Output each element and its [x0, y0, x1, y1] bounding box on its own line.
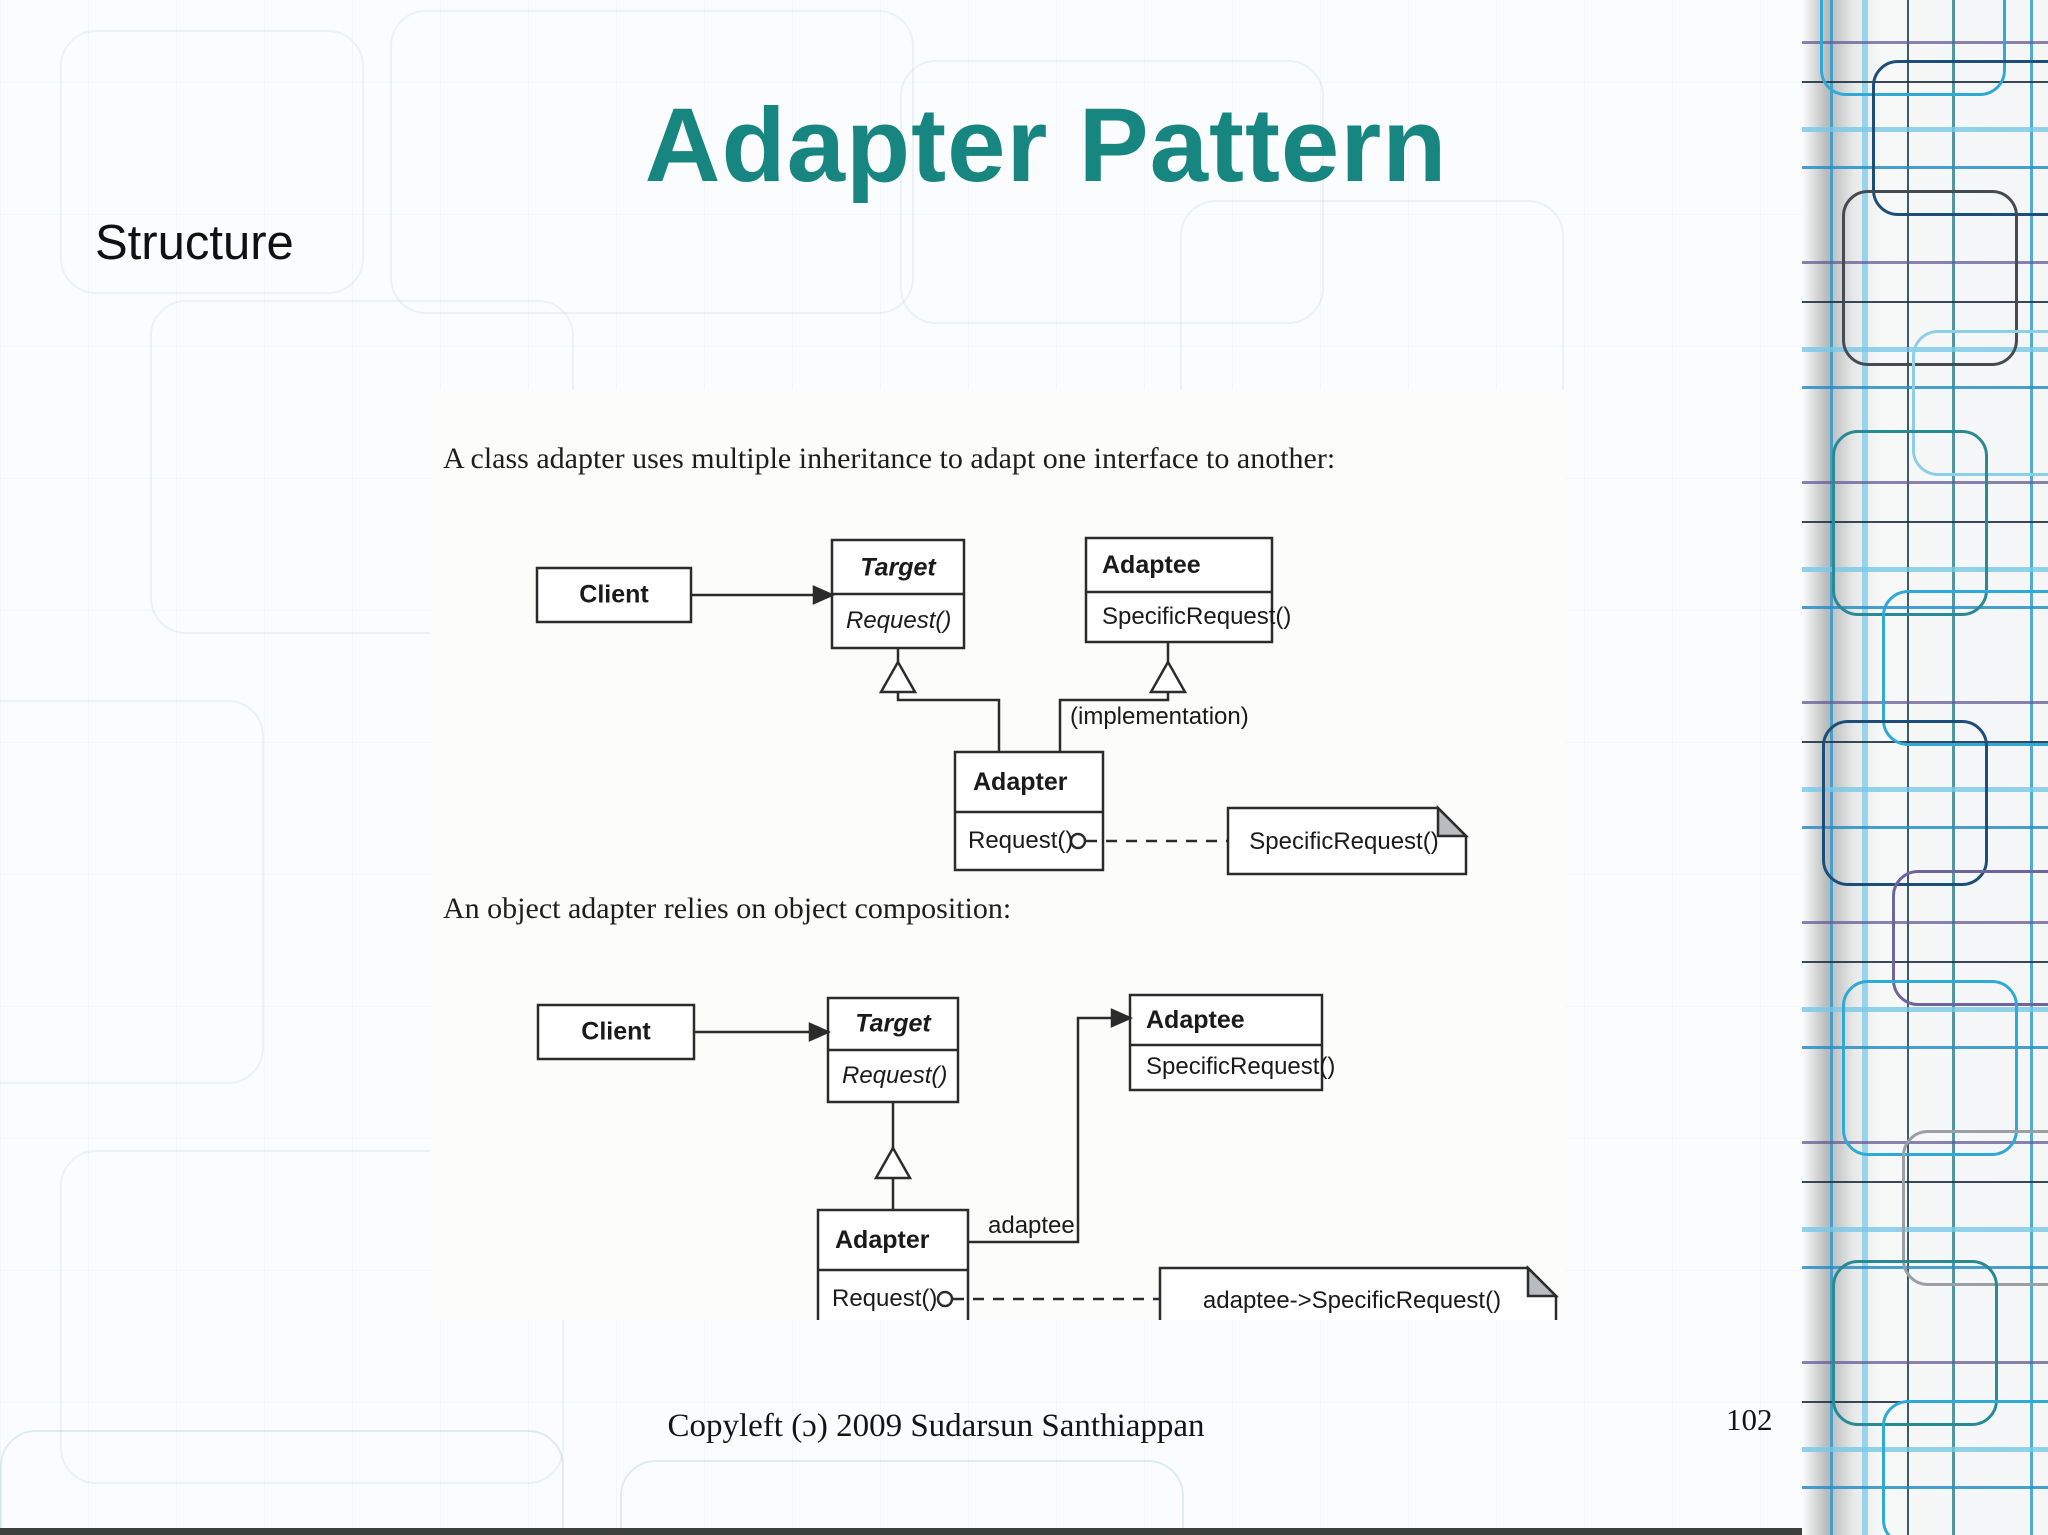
- class2-adaptee-box: [1128, 993, 1324, 1092]
- class2-note-fold-corner: [1526, 1264, 1560, 1298]
- background-rect: [60, 30, 364, 294]
- class2-adaptee-arrowhead: [1110, 1008, 1134, 1028]
- class2-adaptee-role-label: adaptee: [988, 1212, 1075, 1239]
- band-rect: [1892, 870, 2048, 1006]
- class2-note-box: [1158, 1266, 1558, 1320]
- class1-adaptee-inherit-elbow: [1058, 692, 1170, 752]
- class1-adaptee-label: Adaptee: [1102, 551, 1201, 579]
- class2-adaptee-label: Adaptee: [1146, 1006, 1245, 1034]
- footer-copyright: Copyleft (ɔ) 2009 Sudarsun Santhiappan: [667, 1408, 1205, 1444]
- class2-adaptee-method: SpecificRequest(): [1146, 1053, 1336, 1080]
- class2-implementation-circle: [936, 1290, 954, 1308]
- band-rect: [1912, 330, 2048, 476]
- class1-client-label: Client: [579, 580, 649, 609]
- class2-association-arrowhead: [808, 1022, 832, 1042]
- class1-adapter-label: Adapter: [973, 768, 1068, 796]
- bottom-edge-strip: [0, 1528, 1802, 1535]
- band-rect: [1820, 0, 2006, 96]
- class1-note-box: [1226, 806, 1468, 876]
- class2-adapter-method: Request(): [832, 1285, 938, 1312]
- page-number: 102: [1726, 1402, 1773, 1437]
- class2-target-method: Request(): [842, 1062, 948, 1089]
- class2-generalization-triangle: [873, 1145, 913, 1180]
- band-rect: [1832, 430, 1988, 616]
- decorative-circuit-band: [1802, 0, 2048, 1535]
- uml-figure-panel: A class adapter uses multiple inheritanc…: [430, 390, 1565, 1320]
- background-rect: [0, 700, 264, 1084]
- background-rect: [390, 10, 914, 314]
- section-label-structure: Structure: [95, 216, 294, 270]
- class1-association-arrowhead: [812, 585, 836, 605]
- class1-target-generalization-triangle: [878, 659, 918, 694]
- class2-adaptee-association-elbow: [968, 1016, 1114, 1244]
- class1-target-label: Target: [860, 553, 936, 582]
- class1-note-fold-corner: [1436, 804, 1470, 838]
- class1-adaptee-box: [1084, 536, 1274, 644]
- band-rect: [1842, 190, 2018, 366]
- caption-class-adapter: A class adapter uses multiple inheritanc…: [443, 442, 1336, 475]
- background-rect: [620, 1460, 1184, 1535]
- uml-figure-canvas: [535, 536, 1560, 1320]
- class1-implementation-circle: [1069, 832, 1087, 850]
- band-rect: [1882, 1400, 2048, 1535]
- class2-note-text: adaptee->SpecificRequest(): [1202, 1287, 1502, 1314]
- class1-implementation-label: (implementation): [1070, 703, 1249, 730]
- slide-title: Adapter Pattern: [644, 87, 1448, 204]
- class1-adapter-method: Request(): [968, 827, 1074, 854]
- band-rect: [1832, 1260, 1998, 1426]
- caption-object-adapter: An object adapter relies on object compo…: [443, 892, 1012, 925]
- class1-note-text: SpecificRequest(): [1249, 828, 1439, 855]
- band-rect: [1872, 60, 2048, 216]
- class1-target-method: Request(): [846, 607, 952, 634]
- class1-target-inherit-elbow: [896, 692, 1001, 752]
- band-rect: [1842, 980, 2018, 1156]
- background-rect: [900, 60, 1324, 324]
- class2-client-box: [536, 1003, 696, 1061]
- class2-client-label: Client: [581, 1017, 651, 1046]
- class1-adaptee-generalization-triangle: [1148, 659, 1188, 694]
- class2-adapter-label: Adapter: [835, 1226, 930, 1254]
- class1-adaptee-method: SpecificRequest(): [1102, 603, 1292, 630]
- band-rect: [1822, 720, 1988, 886]
- class2-target-label: Target: [855, 1009, 931, 1038]
- background-rect: [0, 1430, 564, 1535]
